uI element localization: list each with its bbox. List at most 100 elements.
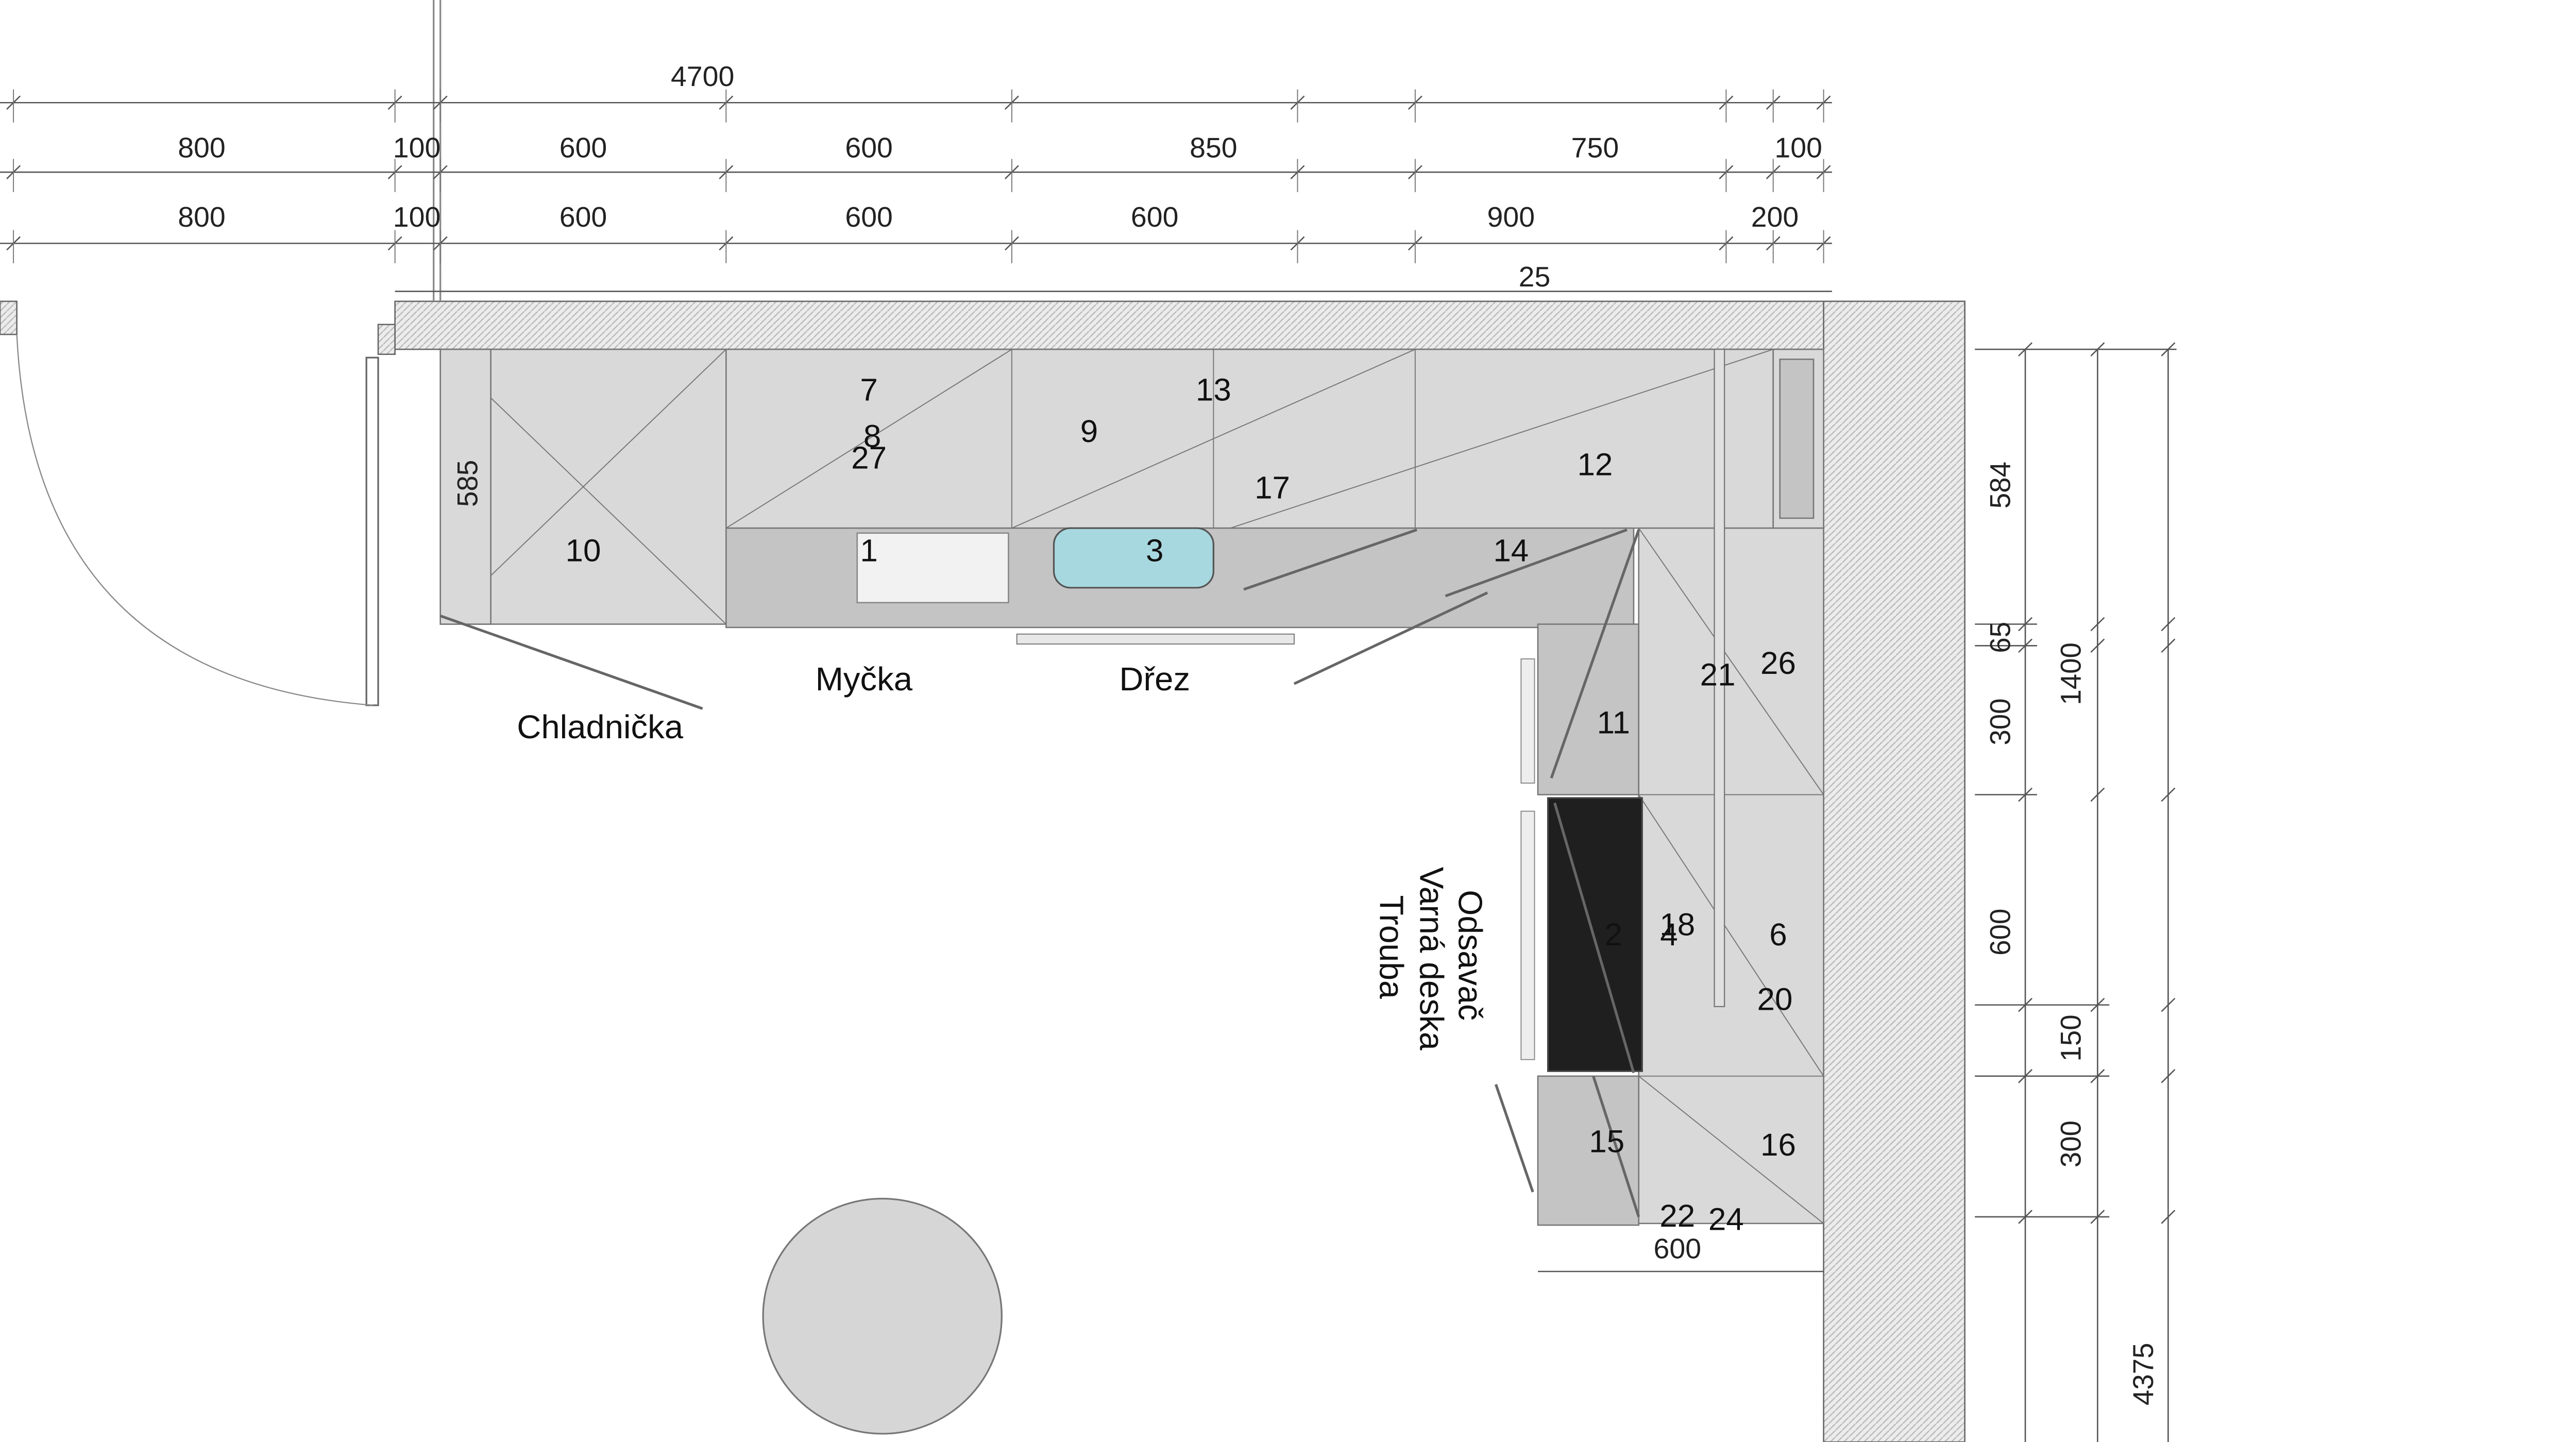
side-panel-oven	[1520, 658, 1535, 784]
upper-cabinet-row	[725, 348, 1774, 529]
cabinet-number-27: 27	[851, 440, 887, 476]
walls	[0, 0, 1965, 1442]
dim-leg-width: 600	[1654, 1233, 1702, 1265]
right-dimensions: 584 65 300 600 150 300 1400 4375	[1975, 342, 2177, 1442]
dimension-tick	[2018, 342, 2033, 357]
dimension-tick	[2161, 997, 2176, 1012]
dimension-tick	[2161, 787, 2176, 802]
dimension-tick	[2018, 787, 2033, 802]
dim-right-300a: 300	[1984, 699, 2016, 745]
label-oven: Trouba	[1372, 895, 1411, 999]
bottom-base	[1537, 1075, 1640, 1226]
dim-top-1: 800	[178, 132, 226, 164]
left-wall-stub	[0, 300, 18, 335]
dim-second-2: 100	[393, 201, 441, 233]
dimension-tick	[2161, 1069, 2176, 1083]
cabinet-number-3: 3	[1146, 533, 1163, 568]
cabinet-number-9: 9	[1080, 414, 1098, 449]
dim-second-4: 600	[845, 201, 893, 233]
dim-right-600: 600	[1984, 909, 2016, 956]
cabinet-number-18: 18	[1659, 907, 1695, 942]
dimension-tick	[2018, 1069, 2033, 1083]
dim-second-6: 900	[1487, 201, 1535, 233]
cabinet-number-8: 8	[863, 419, 881, 454]
cabinet-number-7: 7	[860, 372, 877, 408]
dim-wall-offset: 25	[1519, 261, 1551, 293]
dim-top-4: 600	[845, 132, 893, 164]
dim-second-3: 600	[560, 201, 607, 233]
dim-total-width: 4700	[671, 60, 734, 92]
dim-second-7: 200	[1751, 201, 1799, 233]
dim-right-1400: 1400	[2055, 642, 2087, 705]
cabinet-number-26: 26	[1760, 646, 1796, 681]
dim-right-4375: 4375	[2127, 1343, 2159, 1405]
dim-top-6: 750	[1571, 132, 1619, 164]
cabinet-number-4: 4	[1660, 917, 1677, 952]
left-wall-jamb	[377, 324, 396, 355]
right-upper-row	[1638, 527, 1824, 1225]
dimension-tick	[2090, 1210, 2105, 1224]
dimension-tick	[2018, 1210, 2033, 1224]
appliance-labels: Chladnička Myčka Dřez Odsavač Varná desk…	[451, 460, 1489, 1051]
cabinet-number-12: 12	[1577, 447, 1613, 482]
dimension-tick	[2090, 617, 2105, 632]
dimension-tick	[2161, 617, 2176, 632]
dim-top-5: 850	[1190, 132, 1238, 164]
dim-top-2: 100	[393, 132, 441, 164]
dimension-tick	[2161, 1210, 2176, 1224]
cabinet-number-22: 22	[1659, 1199, 1695, 1234]
cabinet-number-11: 11	[1597, 705, 1630, 740]
dimension-tick	[2090, 638, 2105, 653]
dim-second-1: 800	[178, 201, 226, 233]
door-swing-arc	[16, 334, 374, 706]
right-wall	[1823, 300, 1965, 1442]
cabinet-numbers: 1 2 3 4 6 7 8 9 10 11 12 13 14 15 16 17 …	[566, 372, 1796, 1237]
dim-right-65: 65	[1984, 622, 2016, 653]
dim-right-300b: 300	[2055, 1121, 2087, 1167]
cabinet-number-15: 15	[1589, 1124, 1624, 1159]
dimension-tick	[2161, 638, 2176, 653]
top-wall	[394, 300, 1965, 350]
label-sink: Dřez	[1119, 660, 1190, 697]
dishwasher	[856, 532, 1009, 604]
dim-fridge-depth: 585	[451, 460, 483, 507]
cabinet-number-14: 14	[1493, 533, 1529, 568]
label-dishwasher: Myčka	[816, 660, 913, 697]
label-fridge: Chladnička	[517, 708, 684, 745]
dimension-tick	[2090, 342, 2105, 357]
tall-corner-cabinet-inner	[1779, 359, 1815, 519]
dim-top-3: 600	[560, 132, 607, 164]
cabinet-number-2: 2	[1605, 917, 1622, 952]
dim-top-7: 100	[1774, 132, 1822, 164]
dimension-tick	[2018, 638, 2033, 653]
right-leg-cabinets: 600	[1494, 348, 1824, 1273]
sink-basin	[1053, 527, 1215, 589]
dimension-tick	[2090, 997, 2105, 1012]
door-leaf	[365, 357, 379, 706]
dimension-tick	[2090, 1069, 2105, 1083]
dimension-tick	[2018, 617, 2033, 632]
cabinet-number-10: 10	[566, 533, 601, 568]
hob	[1547, 797, 1643, 1072]
top-row-cabinets	[439, 348, 1824, 710]
cabinet-number-21: 21	[1700, 657, 1736, 692]
fridge-side-panel	[439, 348, 492, 625]
top-dimensions: 4700 800 100 600 600 850 750 100 800 100…	[0, 60, 1832, 293]
sink-drainer	[1016, 633, 1295, 645]
label-hob: Varná deska	[1413, 867, 1451, 1051]
side-panel-hob	[1520, 810, 1535, 1060]
label-hood: Odsavač	[1452, 890, 1490, 1021]
dimension-tick	[2090, 787, 2105, 802]
cabinet-number-20: 20	[1757, 982, 1793, 1017]
cabinet-number-13: 13	[1196, 372, 1231, 408]
cabinet-number-16: 16	[1760, 1127, 1796, 1162]
cabinet-number-6: 6	[1769, 917, 1787, 952]
dim-right-150: 150	[2055, 1014, 2087, 1061]
dim-second-5: 600	[1131, 201, 1179, 233]
cabinet-number-24: 24	[1708, 1202, 1744, 1237]
tall-column-divider	[1714, 348, 1725, 1007]
dimension-tick	[2161, 342, 2176, 357]
round-table	[762, 1198, 1003, 1435]
dim-right-584: 584	[1984, 462, 2016, 508]
